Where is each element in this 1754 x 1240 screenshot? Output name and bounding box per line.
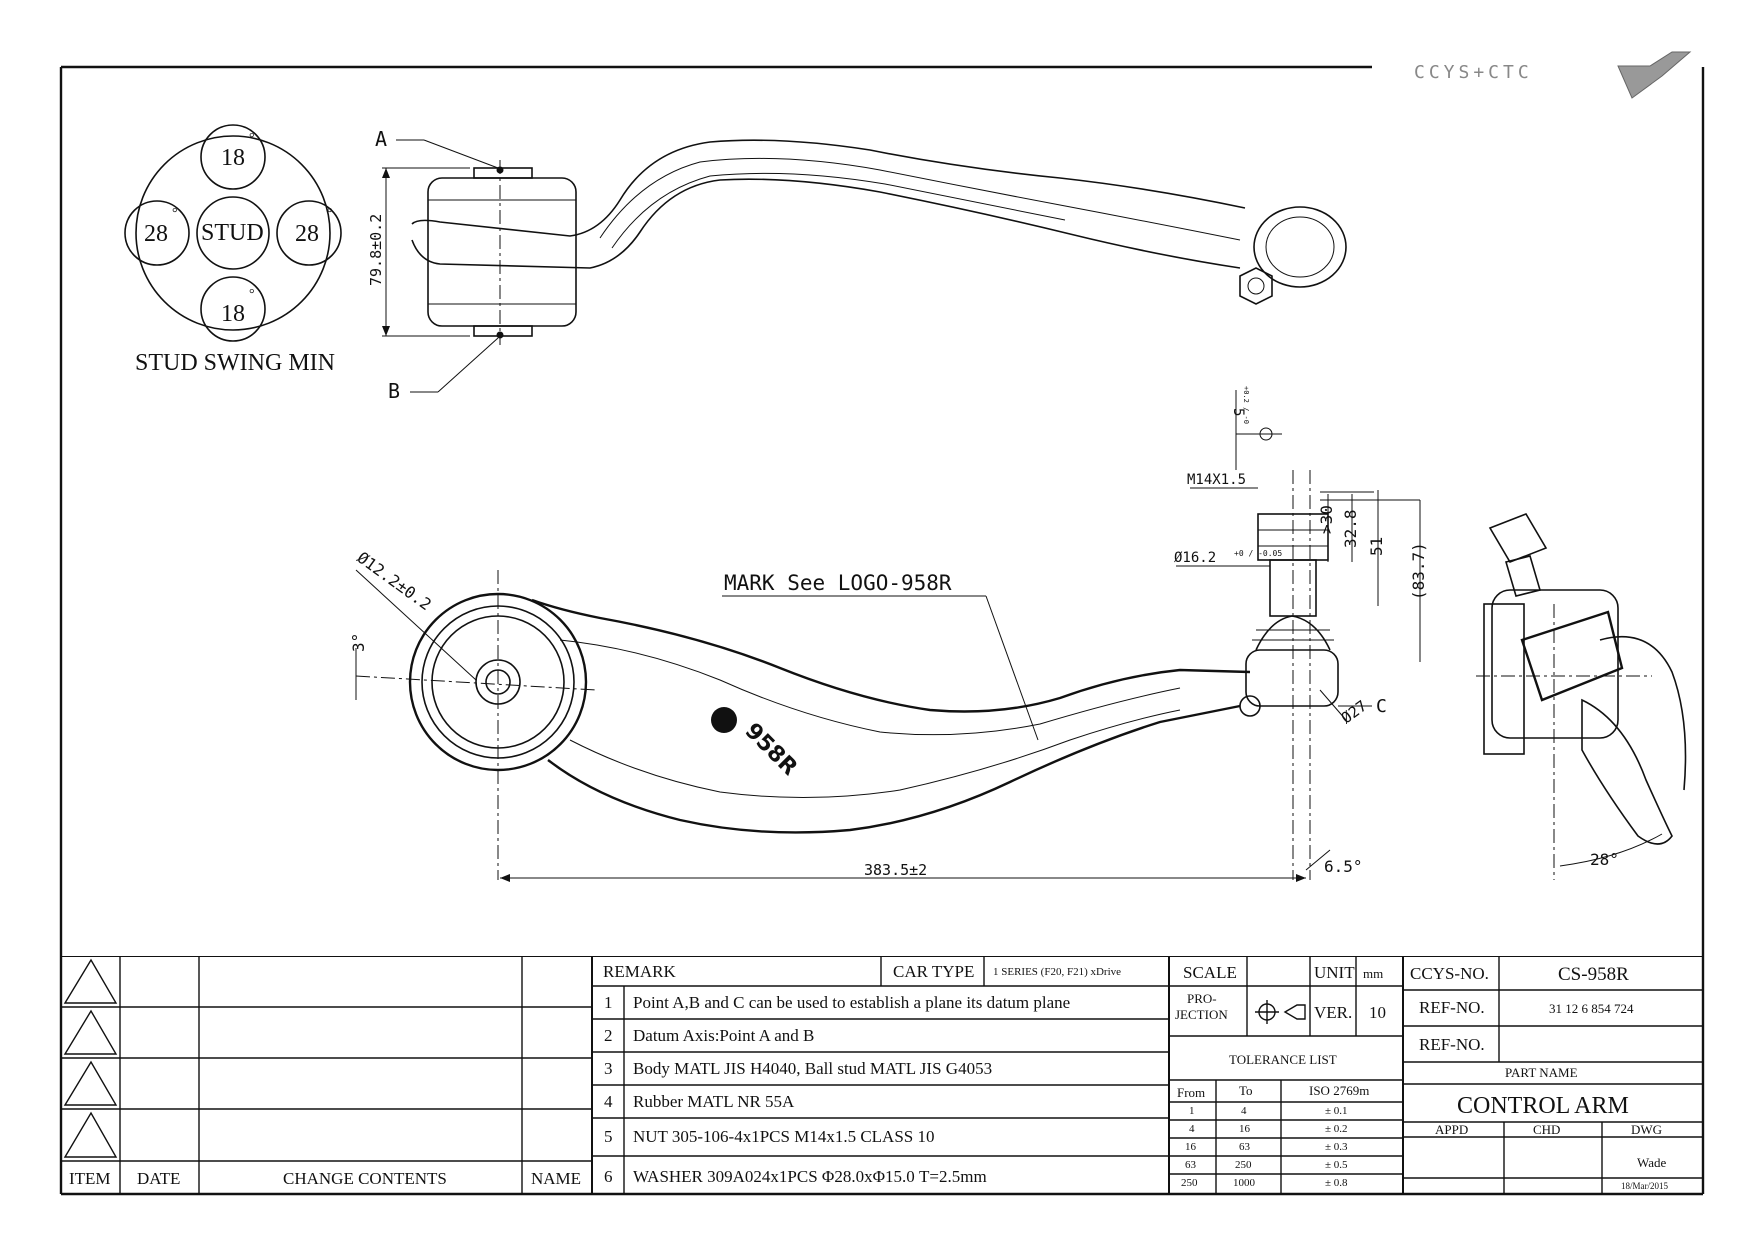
part-logo-mark: 958R xyxy=(740,719,802,781)
car-type-label: CAR TYPE xyxy=(893,962,975,981)
remark-item-3: Body MATL JIS H4040, Ball stud MATL JIS … xyxy=(633,1059,993,1078)
length-dimension: 383.5±2 xyxy=(864,861,927,879)
point-c-label: C xyxy=(1376,696,1387,717)
ver-value: 10 xyxy=(1369,1003,1386,1022)
tolerance-title: TOLERANCE LIST xyxy=(1229,1052,1337,1067)
svg-text:°: ° xyxy=(249,131,255,146)
stud-swing-title: STUD SWING MIN xyxy=(135,350,335,376)
ref2-label: REF-NO. xyxy=(1419,1035,1485,1054)
projection-label-1: PRO- xyxy=(1187,991,1217,1006)
brand-logo: CCYS+CTC xyxy=(1414,51,1692,99)
title-block: ITEM DATE CHANGE CONTENTS NAME REMARK CA… xyxy=(61,956,1703,1194)
thread-label: M14X1.5 xyxy=(1187,472,1246,488)
rev-date-header: DATE xyxy=(137,1169,181,1188)
point-b-label: B xyxy=(388,379,400,403)
offset-tolerance: +0.2 / -0 xyxy=(1242,386,1250,424)
remark-item-6: WASHER 309A024x1PCS Φ28.0xΦ15.0 T=2.5mm xyxy=(633,1167,987,1186)
angle-right: 6.5° xyxy=(1324,857,1363,876)
angle-left: 3° xyxy=(349,633,368,652)
remark-item-5: NUT 305-106-4x1PCS M14x1.5 CLASS 10 xyxy=(633,1127,935,1146)
appd-label: APPD xyxy=(1435,1122,1469,1137)
swing-left: 28 xyxy=(144,221,168,247)
bore-dimension: Ø12.2±0.2 xyxy=(354,548,435,614)
svg-text:°: ° xyxy=(172,206,178,221)
rev-name-header: NAME xyxy=(531,1169,582,1188)
ball-diameter: Ø27 xyxy=(1338,697,1370,727)
dwg-label: DWG xyxy=(1631,1122,1663,1137)
drawing-date: 18/Mar/2015 xyxy=(1621,1181,1668,1191)
scale-label: SCALE xyxy=(1183,963,1237,982)
mark-note: MARK See LOGO-958R xyxy=(724,571,952,595)
rev-item-header: ITEM xyxy=(69,1169,111,1188)
top-view: 79.8±0.2 A B xyxy=(367,127,1347,403)
part-name: CONTROL ARM xyxy=(1457,1093,1629,1119)
side-view: 28° xyxy=(1476,513,1687,880)
dim-51: 51 xyxy=(1367,537,1386,556)
drawn-by: Wade xyxy=(1637,1155,1667,1170)
swing-right: 28 xyxy=(295,221,319,247)
remark-item-2: Datum Axis:Point A and B xyxy=(633,1026,815,1045)
dim-30: >30 xyxy=(1317,505,1336,534)
projection-label-2: JECTION xyxy=(1175,1007,1228,1022)
swing-center: STUD xyxy=(201,220,264,246)
rev-change-header: CHANGE CONTENTS xyxy=(283,1169,447,1188)
ref-label: REF-NO. xyxy=(1419,998,1485,1017)
ccys-value: CS-958R xyxy=(1558,964,1629,985)
unit-value: mm xyxy=(1363,966,1384,981)
brand-text: CCYS+CTC xyxy=(1414,62,1533,83)
side-angle: 28° xyxy=(1590,850,1619,869)
dim-83-7: (83.7) xyxy=(1409,542,1428,600)
front-view: 958R 383.5±2 6.5° Ø12.2±0.2 3° MARK See … xyxy=(349,386,1428,882)
car-type-value: 1 SERIES (F20, F21) xDrive xyxy=(993,966,1122,978)
remark-item-1: Point A,B and C can be used to establish… xyxy=(633,993,1071,1012)
ccys-label: CCYS-NO. xyxy=(1410,964,1489,983)
point-a-label: A xyxy=(375,127,387,151)
unit-label: UNIT xyxy=(1314,963,1355,982)
chd-label: CHD xyxy=(1533,1122,1561,1137)
stud-swing-diagram: 18 ° 18 ° 28 ° 28 ° STUD STUD SWING MIN xyxy=(124,124,342,376)
ver-label: VER. xyxy=(1314,1003,1353,1022)
svg-text:°: ° xyxy=(249,287,255,302)
ref-value: 31 12 6 854 724 xyxy=(1549,1001,1634,1016)
svg-text:°: ° xyxy=(327,206,333,221)
stud-diameter-tol: +0 / -0.05 xyxy=(1234,549,1282,558)
height-dimension: 79.8±0.2 xyxy=(367,214,385,286)
part-name-label: PART NAME xyxy=(1505,1065,1578,1080)
swing-top: 18 xyxy=(221,145,245,171)
remark-item-4: Rubber MATL NR 55A xyxy=(633,1092,795,1111)
remark-title: REMARK xyxy=(603,962,676,981)
swing-bottom: 18 xyxy=(221,301,245,327)
offset-dimension: 5 xyxy=(1230,408,1246,416)
brand-wing-icon xyxy=(1617,51,1692,99)
dim-32-8: 32.8 xyxy=(1341,509,1360,548)
stud-diameter: Ø16.2 xyxy=(1174,550,1216,566)
